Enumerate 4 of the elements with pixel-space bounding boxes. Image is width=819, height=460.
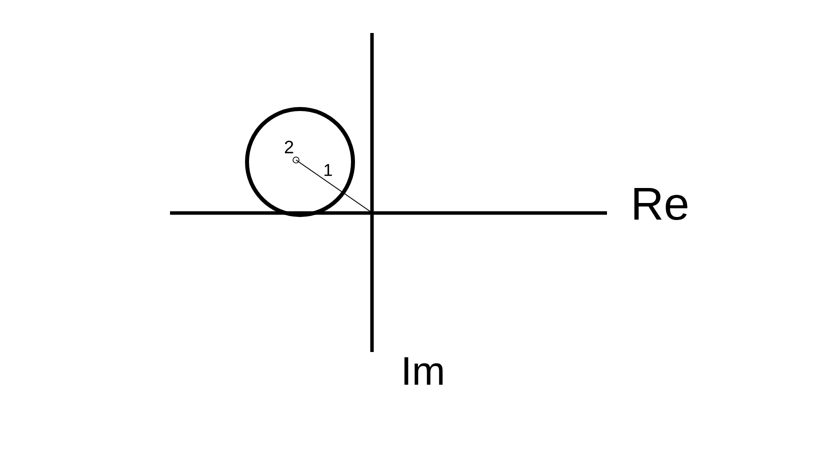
axis-label: Re bbox=[634, 188, 688, 220]
math-label: 1 bbox=[324, 164, 332, 176]
axis-label: Im bbox=[404, 357, 443, 385]
math-label: 2 bbox=[284, 140, 294, 154]
